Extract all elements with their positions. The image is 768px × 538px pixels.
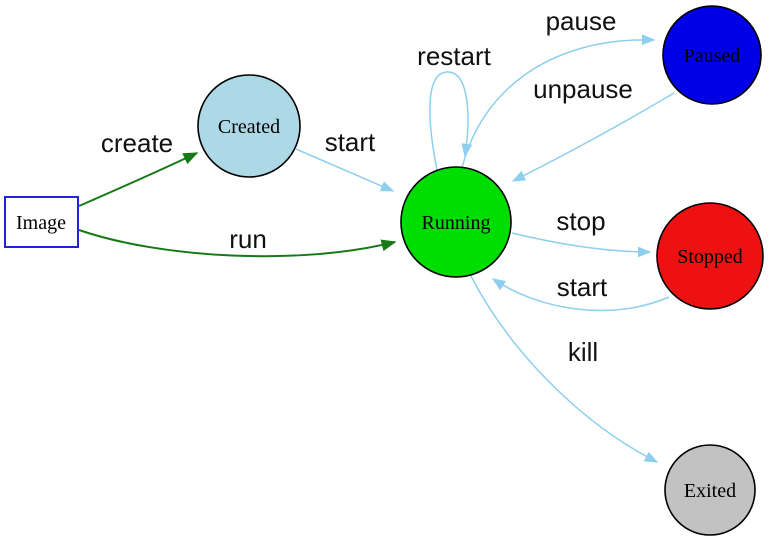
- edge-label-create: create: [101, 128, 173, 158]
- node-stopped-label: Stopped: [677, 246, 743, 268]
- node-image-label: Image: [16, 212, 66, 234]
- edge-create: create: [78, 128, 199, 207]
- edge-run-arrow: [78, 229, 397, 258]
- edge-restart-arrow: [429, 71, 473, 171]
- node-image: Image: [4, 196, 79, 248]
- edge-start-arrow: [295, 148, 395, 192]
- edge-label-unpause: unpause: [533, 74, 633, 104]
- edge-run: run: [78, 224, 397, 258]
- node-exited-circle: [664, 444, 756, 536]
- edge-pause-arrow: [461, 34, 656, 169]
- node-running-label: Running: [422, 212, 491, 234]
- edge-create-arrow: [78, 152, 199, 207]
- node-stopped: Stopped: [656, 202, 764, 310]
- edge-stop-arrow: [511, 232, 652, 258]
- node-created-label: Created: [218, 116, 280, 138]
- edge-label-restart: restart: [417, 41, 491, 71]
- edge-label-run: run: [229, 224, 267, 254]
- node-running: Running: [400, 166, 512, 278]
- edge-kill-arrow: [470, 275, 659, 463]
- node-exited-label: Exited: [684, 480, 736, 502]
- edge-start-stopped-running: start: [491, 272, 670, 312]
- edge-label-start: start: [325, 127, 376, 157]
- edge-start2-arrow: [491, 278, 670, 312]
- edge-label-stop: stop: [556, 206, 605, 236]
- edge-label-kill: kill: [568, 337, 598, 367]
- edge-stop: stop: [511, 206, 652, 258]
- edge-pause: pause: [461, 6, 656, 169]
- edge-label-start2: start: [557, 272, 608, 302]
- edge-restart-self-loop: restart: [417, 41, 492, 171]
- node-paused-label: Paused: [684, 45, 741, 67]
- edge-label-pause: pause: [546, 6, 617, 36]
- node-created: Created: [197, 74, 301, 178]
- edge-unpause: unpause: [511, 74, 675, 182]
- node-paused: Paused: [662, 5, 762, 105]
- edge-start-created-running: start: [295, 127, 395, 192]
- node-stopped-circle: [656, 202, 764, 310]
- node-image-box: [4, 196, 79, 248]
- node-paused-circle: [662, 5, 762, 105]
- node-created-circle: [197, 74, 301, 178]
- node-running-circle: [400, 166, 512, 278]
- edge-unpause-arrow: [511, 92, 675, 182]
- node-exited: Exited: [664, 444, 756, 536]
- edge-kill: kill: [470, 275, 659, 463]
